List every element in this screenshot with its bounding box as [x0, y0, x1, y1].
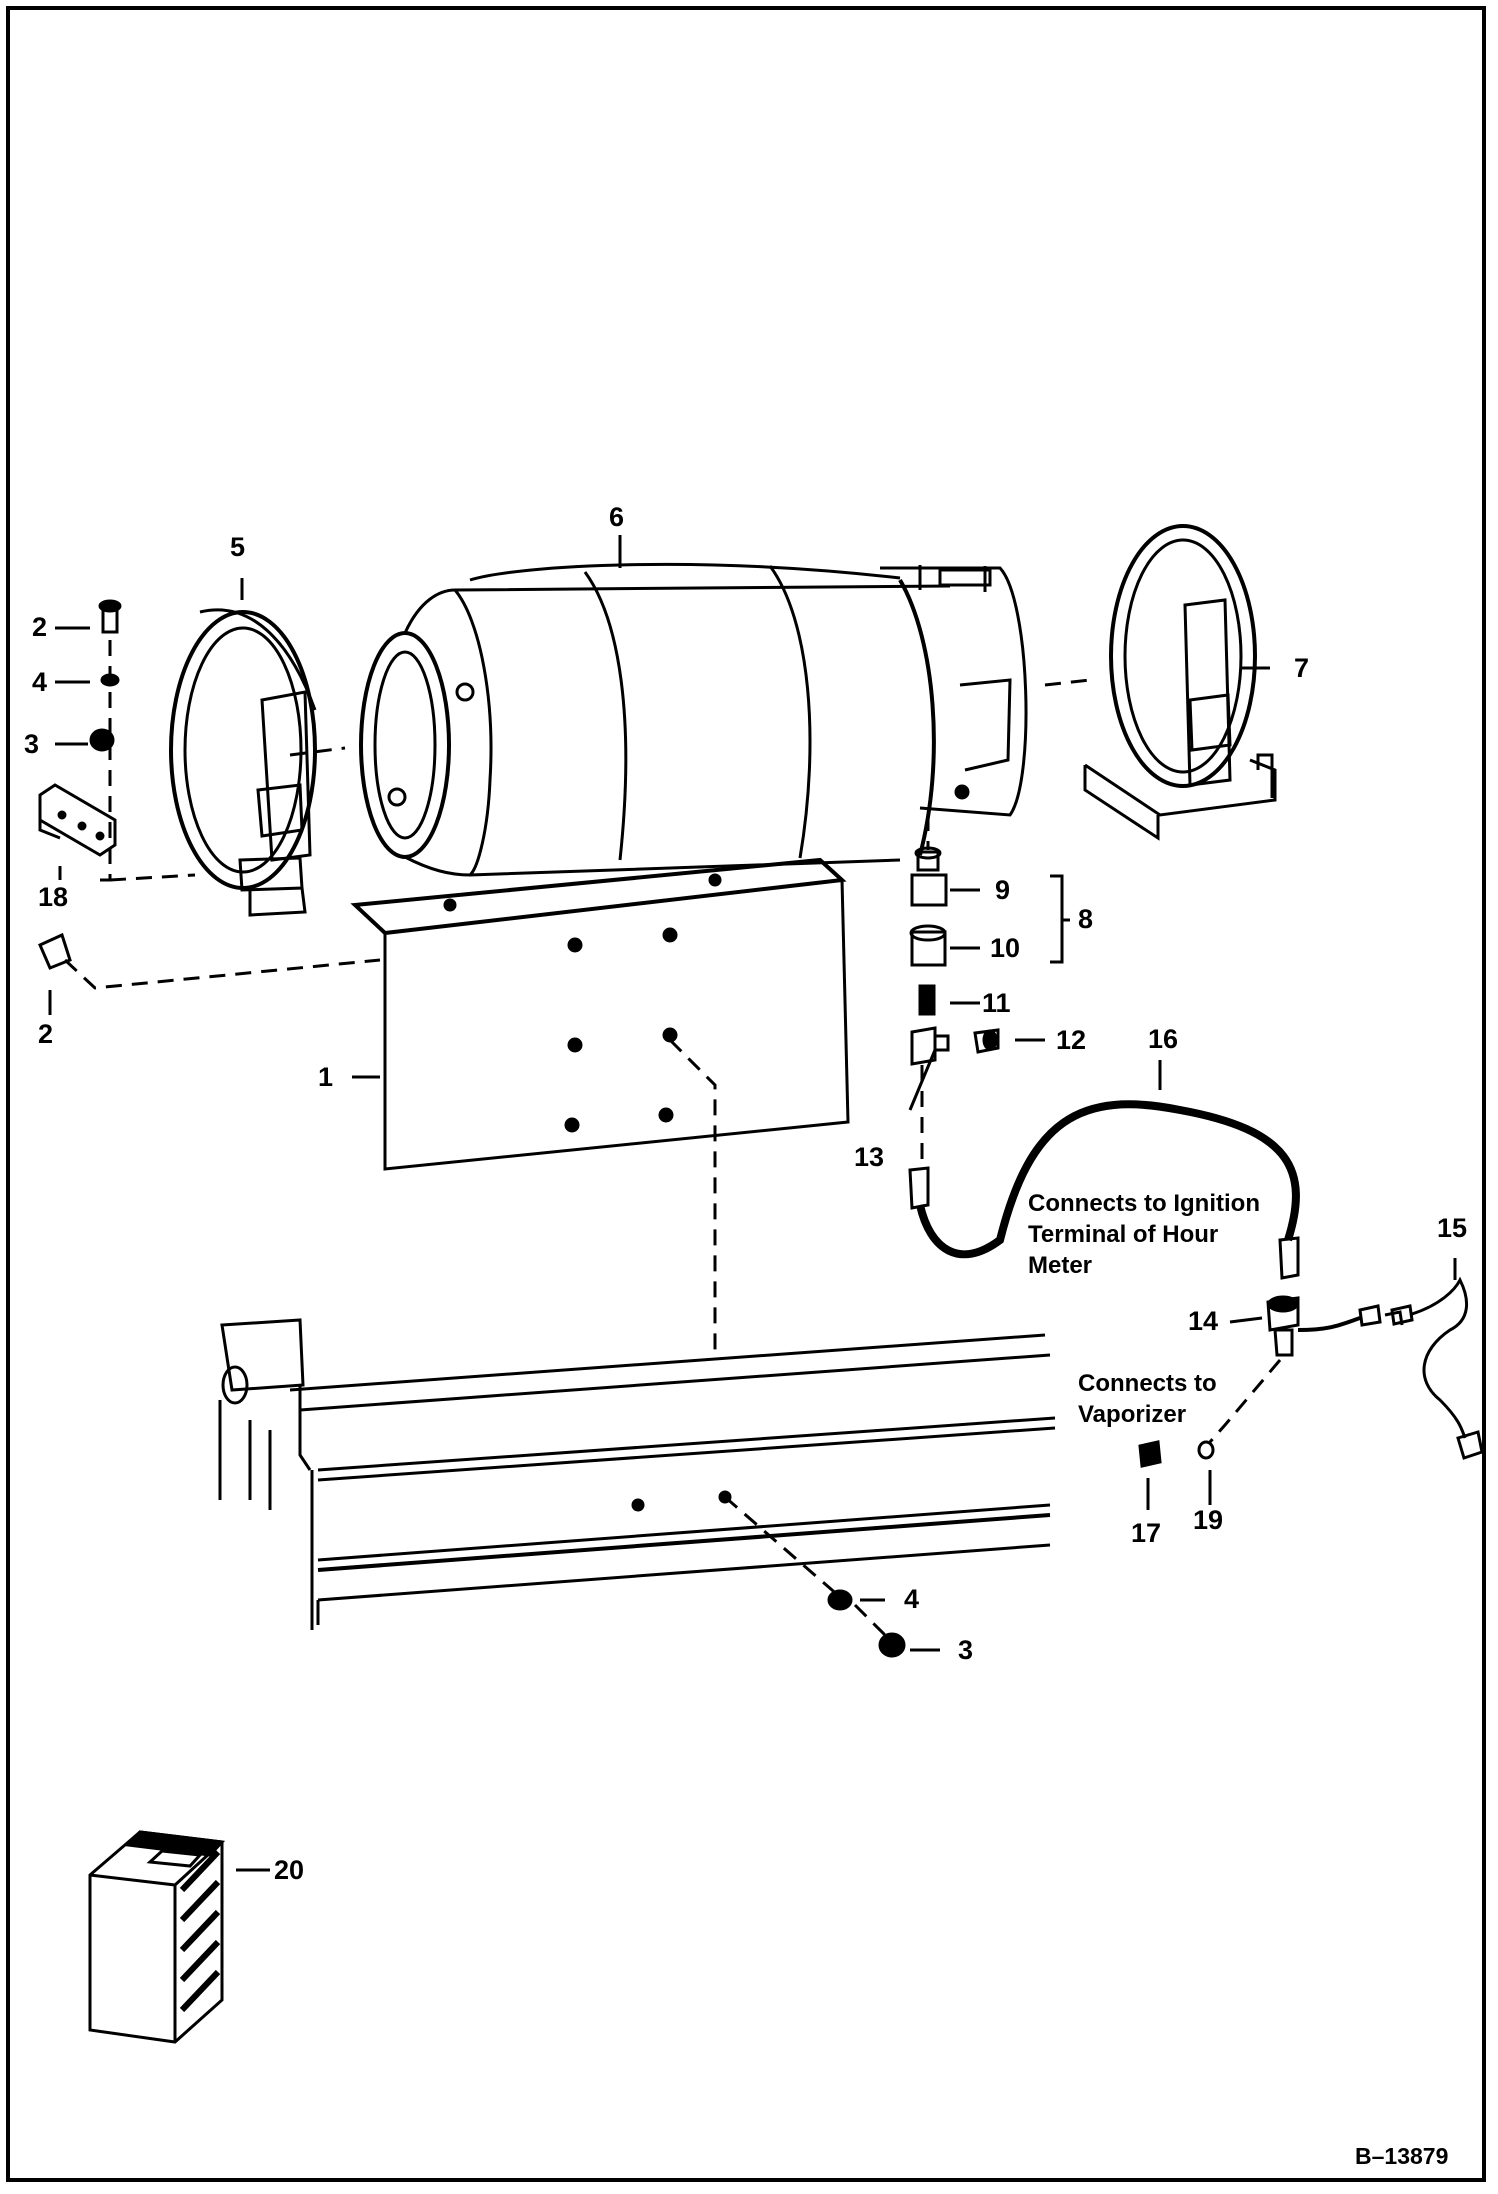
dashed-connectors	[63, 640, 1282, 1642]
figure-id: B–13879	[1355, 2143, 1449, 2169]
callout-4-top: 4	[32, 667, 48, 697]
lp-tank	[359, 562, 1028, 877]
note-vaporizer-line-1: Connects to	[1078, 1370, 1217, 1397]
tank-strap-right	[1083, 524, 1277, 841]
callout-7: 7	[1294, 653, 1310, 683]
callout-18: 18	[38, 882, 69, 912]
callout-17: 17	[1131, 1518, 1162, 1548]
callout-2-bottom: 2	[38, 1019, 54, 1049]
callout-8: 8	[1078, 904, 1094, 934]
note-ignition-line-2: Terminal of Hour	[1028, 1221, 1219, 1248]
lower-nut	[878, 1632, 906, 1658]
tank-strap-left	[169, 608, 317, 917]
callout-3-bottom: 3	[958, 1635, 974, 1665]
callout-15: 15	[1437, 1213, 1468, 1243]
callout-3-top: 3	[24, 729, 40, 759]
valve-fittings	[909, 846, 1000, 1066]
callout-16: 16	[1148, 1024, 1179, 1054]
mount-plate	[350, 857, 850, 1171]
callout-6: 6	[609, 502, 625, 532]
loader-frame-bar	[218, 1318, 1056, 1630]
washer-19	[1197, 1440, 1215, 1460]
callout-14: 14	[1188, 1306, 1219, 1336]
fuel-gauge-sender	[1266, 1276, 1484, 1460]
diagram-frame	[6, 6, 1486, 2182]
callout-11: 11	[982, 988, 1011, 1018]
note-ignition-line-1: Connects to Ignition	[1028, 1190, 1260, 1217]
callout-13: 13	[854, 1142, 885, 1172]
bolt-washer-nut-stack	[38, 599, 122, 970]
leader-lines	[48, 535, 1457, 1872]
note-ignition-terminal: Connects to Ignition Terminal of Hour Me…	[1028, 1188, 1260, 1281]
callout-5: 5	[230, 532, 246, 562]
callout-20: 20	[274, 1855, 305, 1885]
callout-1: 1	[318, 1062, 334, 1092]
lower-washer	[827, 1589, 853, 1611]
callout-2-top: 2	[32, 612, 48, 642]
sender-wire	[908, 1100, 1300, 1280]
callout-4-bottom: 4	[904, 1584, 920, 1614]
callout-19: 19	[1193, 1505, 1224, 1535]
nut-17	[1138, 1440, 1162, 1468]
callout-9: 9	[995, 875, 1011, 905]
bracket	[38, 783, 117, 857]
note-vaporizer-line-2: Vaporizer	[1078, 1401, 1187, 1428]
note-vaporizer: Connects to Vaporizer	[1078, 1368, 1217, 1430]
callout-12: 12	[1056, 1025, 1087, 1055]
note-ignition-line-3: Meter	[1028, 1252, 1093, 1279]
decal-package	[88, 1830, 226, 2044]
callout-10: 10	[990, 933, 1021, 963]
